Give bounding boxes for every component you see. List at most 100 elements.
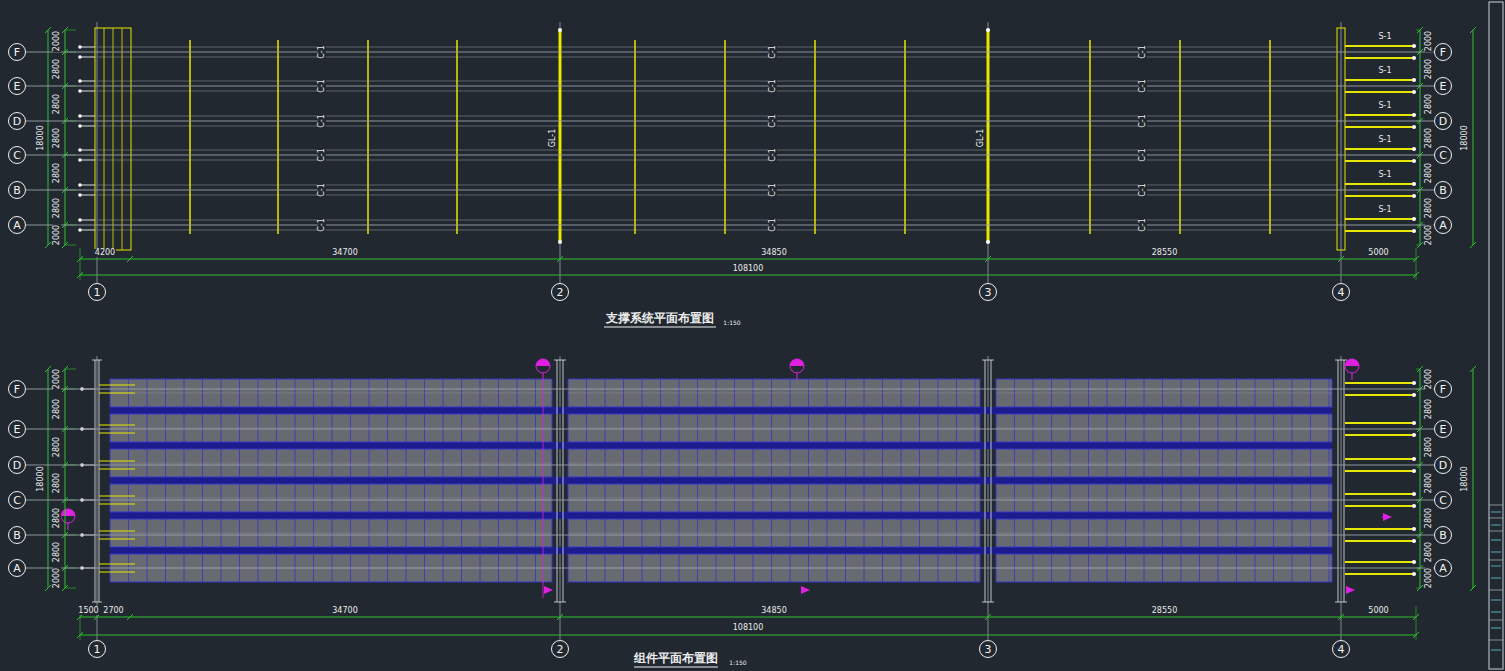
strut-member xyxy=(1345,573,1413,575)
axis-bubble: D xyxy=(8,456,26,474)
member-tag: C-1 xyxy=(769,78,777,94)
panel-gap-strip xyxy=(110,512,1332,519)
member-tag: C-1 xyxy=(318,147,326,163)
grid-axis-line xyxy=(26,389,1434,390)
member-tag: S-1 xyxy=(1377,67,1392,75)
column-line xyxy=(557,360,558,602)
dimension-text: 2800 xyxy=(1425,127,1433,149)
strut-end xyxy=(1412,457,1416,461)
dimension-text: 2800 xyxy=(53,506,61,528)
brace-end xyxy=(78,89,82,93)
dimension-line xyxy=(80,259,1416,260)
dimension-tick xyxy=(1417,366,1423,372)
extension-line xyxy=(1416,606,1417,640)
axis-bubble: F xyxy=(8,380,26,398)
axis-label: B xyxy=(13,185,21,196)
grid-axis-line xyxy=(26,86,1434,87)
axis-label: E xyxy=(1440,424,1447,435)
dimension-tick xyxy=(1470,585,1476,591)
dimension-text: 2800 xyxy=(53,436,61,458)
scale-text: 1:150 xyxy=(722,320,741,326)
strut-member xyxy=(1345,45,1413,47)
dimension-text: 28550 xyxy=(1151,607,1178,615)
axis-bubble: B xyxy=(1434,181,1452,199)
strut-end xyxy=(1412,56,1416,60)
dimension-text: 34700 xyxy=(331,249,358,257)
dimension-tick xyxy=(1470,242,1476,248)
section-marker-stem xyxy=(797,373,798,380)
dimension-text: 2800 xyxy=(1425,58,1433,80)
section-marker xyxy=(790,359,804,373)
dimension-text: 2800 xyxy=(1425,471,1433,493)
column-marker xyxy=(558,240,562,244)
dimension-line xyxy=(65,369,66,588)
brace-line xyxy=(80,126,95,127)
module-joint xyxy=(110,498,552,499)
member-tag: C-1 xyxy=(1139,113,1147,129)
column-line xyxy=(95,360,96,602)
support-beam xyxy=(1269,40,1271,234)
title-underline xyxy=(634,667,718,668)
module-joint xyxy=(568,463,980,464)
axis-label: 2 xyxy=(557,287,564,298)
dimension-text: 2800 xyxy=(1425,161,1433,183)
dimension-text: 2800 xyxy=(1425,196,1433,218)
axis-label: 3 xyxy=(985,287,992,298)
brace-end xyxy=(78,218,82,222)
column-marker xyxy=(986,240,990,244)
strut-member xyxy=(1345,230,1413,232)
purlin-line xyxy=(82,220,1337,221)
dimension-line xyxy=(48,369,49,588)
column-cap xyxy=(554,360,566,361)
dimension-text: 2800 xyxy=(1425,92,1433,114)
column-frame xyxy=(95,28,131,250)
axis-label: D xyxy=(1439,116,1447,127)
section-marker-fill xyxy=(61,509,75,516)
strut-member xyxy=(1345,57,1413,59)
support-beam xyxy=(189,40,191,234)
dimension-tick xyxy=(1338,614,1344,620)
brace-line xyxy=(80,195,95,196)
column-line xyxy=(563,360,564,602)
strut-member xyxy=(1345,434,1413,436)
column-cap xyxy=(554,602,566,603)
strut-end xyxy=(1412,539,1416,543)
module-joint xyxy=(996,393,1332,394)
grid-axis-line xyxy=(26,500,1434,501)
section-arrow xyxy=(1346,586,1355,594)
column-member xyxy=(122,28,123,250)
column-cap xyxy=(982,360,994,361)
strut-member xyxy=(1345,183,1413,185)
extension-line xyxy=(1416,245,1420,246)
title-block-text-stub xyxy=(1491,600,1501,601)
panel-gap-strip xyxy=(110,547,1332,554)
axis-bubble: B xyxy=(8,526,26,544)
column-line xyxy=(991,360,992,602)
title-block-rule xyxy=(1489,590,1503,591)
dimension-text: 2000 xyxy=(53,30,61,52)
dimension-text: 1500 xyxy=(77,607,99,615)
strut-member xyxy=(1345,91,1413,93)
grid-axis-line xyxy=(97,22,98,283)
dimension-line xyxy=(80,635,1416,636)
grid-axis-line xyxy=(26,225,1434,226)
section-marker-stem xyxy=(543,373,544,380)
member-tag: C-1 xyxy=(318,217,326,233)
pv-module-row xyxy=(568,379,980,407)
grid-axis-line xyxy=(26,121,1434,122)
extension-line xyxy=(1416,369,1420,370)
strut-end xyxy=(1412,229,1416,233)
rail-member xyxy=(99,563,135,564)
brace-line xyxy=(80,81,95,82)
pv-module-row xyxy=(568,449,980,477)
dimension-text: 34700 xyxy=(331,607,358,615)
title-block-rule xyxy=(1489,531,1503,532)
rail-member xyxy=(99,571,135,572)
purlin-line xyxy=(82,126,1337,127)
pv-module-row xyxy=(110,484,552,512)
section-arrow-stem xyxy=(1382,517,1386,518)
title-block-rule xyxy=(1489,505,1503,506)
axis-bubble: C xyxy=(8,146,26,164)
axis-bubble: E xyxy=(1434,77,1452,95)
